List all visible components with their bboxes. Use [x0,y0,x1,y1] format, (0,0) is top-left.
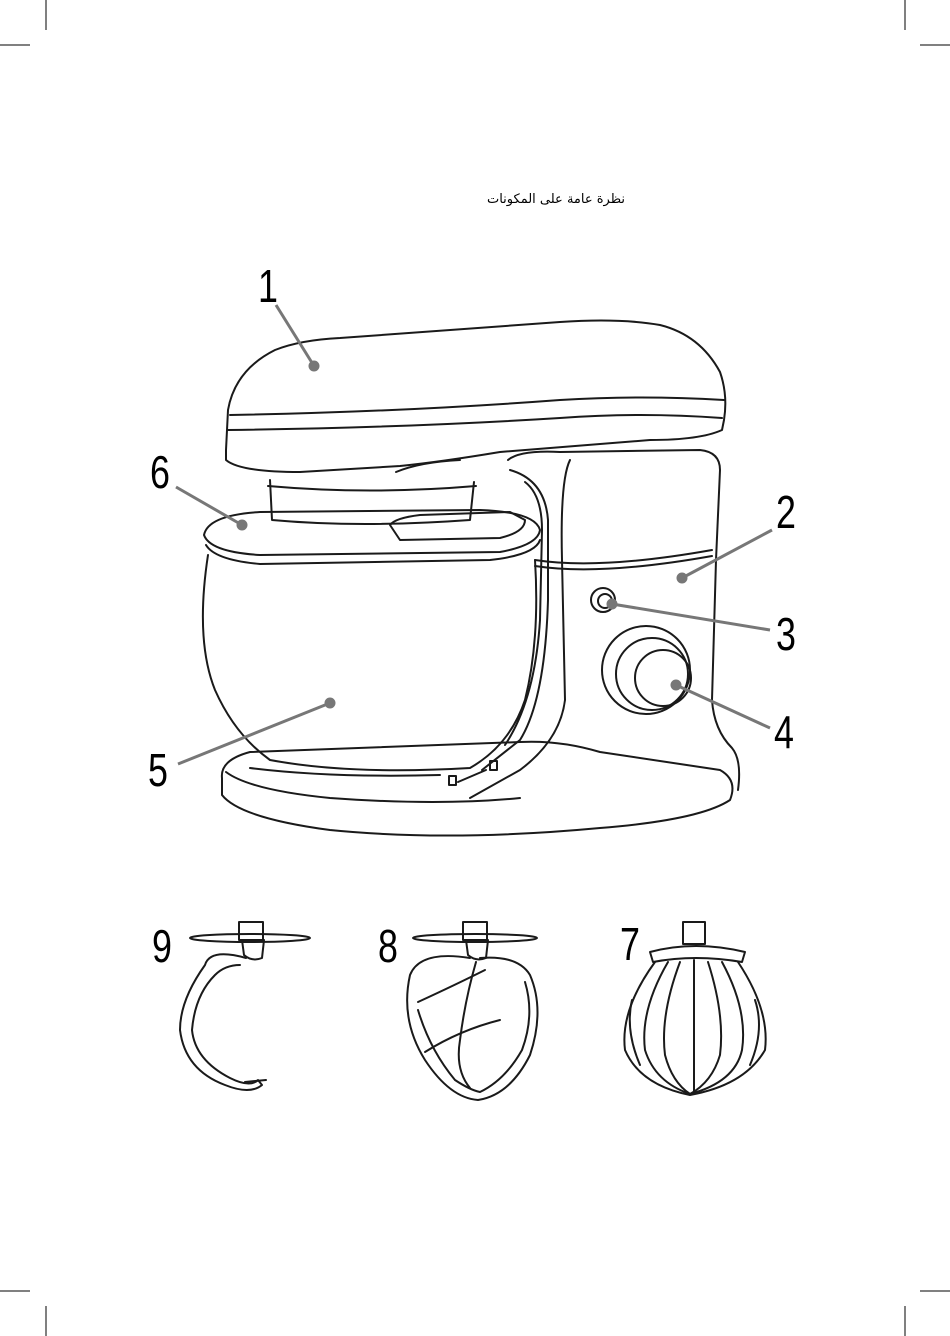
dough-hook [180,922,310,1090]
flat-beater [407,922,537,1100]
callout-3: 3 [776,610,796,658]
callout-1: 1 [258,262,278,310]
callout-4: 4 [774,708,794,756]
callout-6: 6 [150,448,170,496]
callout-5: 5 [148,746,168,794]
callout-7: 7 [620,920,640,968]
callout-2: 2 [776,488,796,536]
whisk [624,922,765,1095]
callout-8: 8 [378,922,398,970]
callout-9: 9 [152,922,172,970]
